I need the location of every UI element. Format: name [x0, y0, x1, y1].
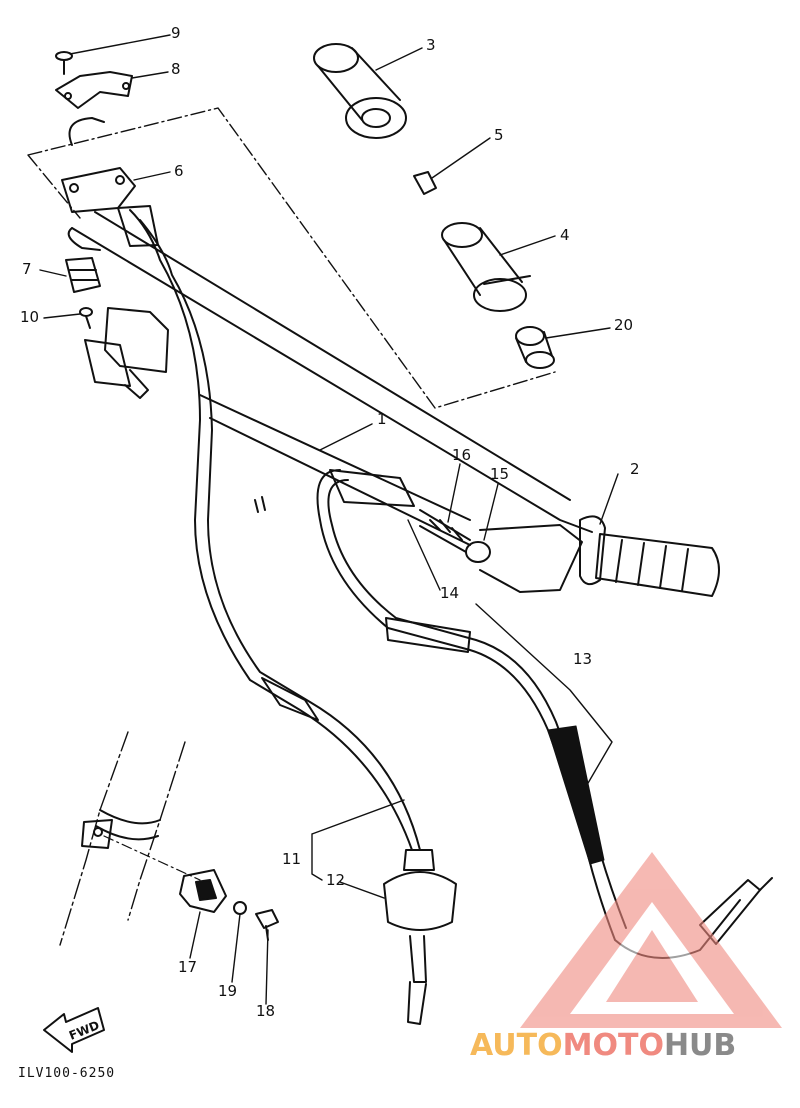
part-9-screw [55, 51, 73, 75]
part-20-collar [515, 326, 555, 369]
part-label-16: 16 [452, 446, 472, 464]
left-lever-housing [84, 307, 169, 399]
part-12-cover [383, 849, 457, 1025]
part-label-12: 12 [326, 871, 346, 889]
part-17-guide [103, 835, 227, 913]
watermark-wordmark: AUTOMOTOHUB [470, 1028, 736, 1063]
watermark-part-hub: HUB [663, 1028, 737, 1063]
part-4-throttle-tube [441, 222, 531, 312]
part-label-1: 1 [377, 410, 387, 428]
fwd-arrow [43, 1007, 105, 1053]
cable-11 [117, 205, 421, 851]
part-label-8: 8 [171, 60, 181, 78]
part-label-18: 18 [256, 1002, 276, 1020]
assembly-outline [27, 107, 556, 409]
part-5-nut [413, 171, 437, 195]
handlebar [67, 211, 593, 546]
watermark-part-moto: MOTO [562, 1028, 664, 1063]
part-label-15: 15 [490, 465, 510, 483]
part-label-14: 14 [440, 584, 460, 602]
part-label-6: 6 [174, 162, 184, 180]
diagram-code: ILV100-6250 [18, 1066, 116, 1081]
part-18-bolt [255, 909, 279, 941]
part-label-20: 20 [614, 316, 634, 334]
watermark-logo-icon [520, 852, 782, 1028]
part-label-9: 9 [171, 24, 181, 42]
part-label-10: 10 [20, 308, 40, 326]
leader-lines [39, 34, 619, 1005]
front-fork [59, 731, 186, 946]
part-label-19: 19 [218, 982, 238, 1000]
part-label-4: 4 [560, 226, 570, 244]
part-2-grip [579, 515, 720, 597]
cable-13 [316, 469, 773, 959]
part-8-bracket [55, 71, 133, 109]
part-3-grip [313, 43, 407, 139]
watermark-part-auto: AUTO [470, 1028, 563, 1063]
part-label-17: 17 [178, 958, 198, 976]
throttle-housing [329, 469, 583, 593]
part-6-clamp [61, 167, 136, 213]
part-label-11: 11 [282, 850, 302, 868]
part-label-7: 7 [22, 260, 32, 278]
part-label-5: 5 [494, 126, 504, 144]
part-7-switch [65, 257, 101, 293]
clutch-cable-upper [68, 117, 105, 146]
part-10-screw [79, 307, 93, 329]
part-label-2: 2 [630, 460, 640, 478]
part-label-13: 13 [573, 650, 593, 668]
part-label-3: 3 [426, 36, 436, 54]
part-19-washer [233, 901, 247, 915]
